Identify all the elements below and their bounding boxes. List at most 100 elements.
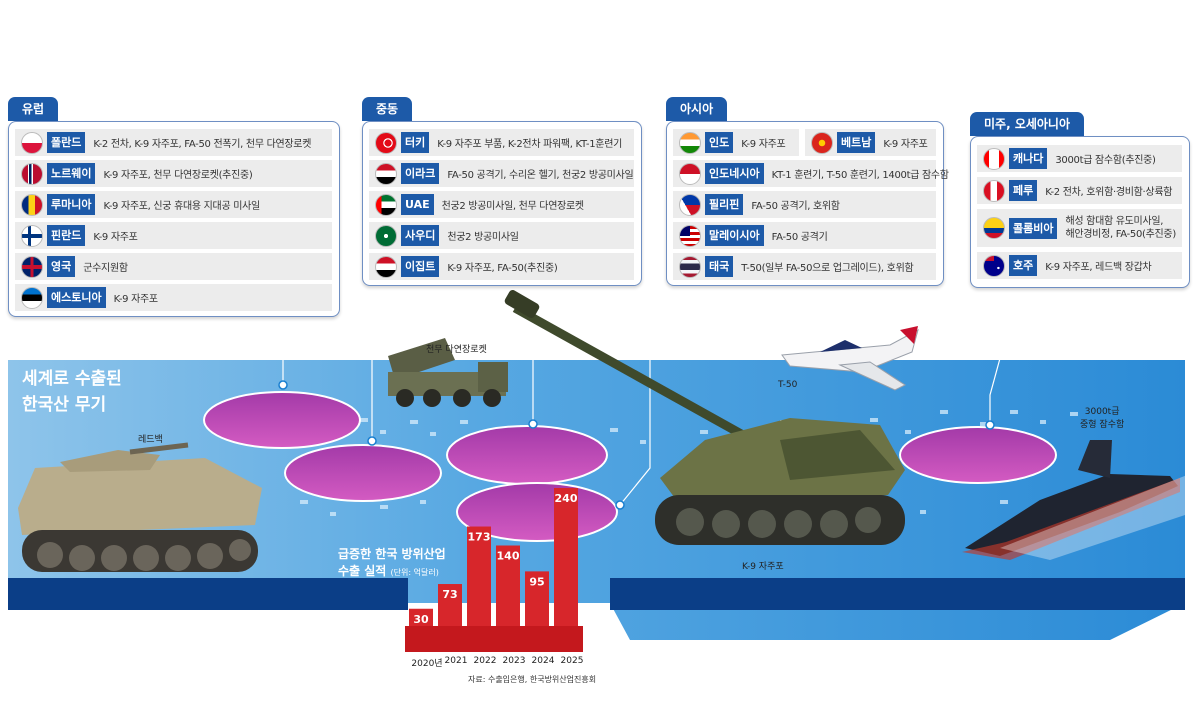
chart-bar [525, 571, 549, 626]
redback-vehicle [18, 442, 262, 572]
region-panel-middle-east: 터키 K-9 자주포 부품, K-2전차 파워팩, KT-1훈련기 이라크 FA… [362, 121, 642, 286]
year-label: 2022 [473, 656, 497, 666]
flag-icon [983, 254, 1005, 277]
flag-icon [21, 255, 43, 278]
flag-icon [21, 224, 43, 247]
country-exports: K-9 자주포 [113, 294, 158, 305]
country-exports: 천궁2 방공미사일, 천무 다연장로켓 [441, 201, 584, 212]
k9-howitzer [504, 290, 905, 545]
country-row: 이라크 FA-50 공격기, 수리온 헬기, 천궁2 방공미사일 [369, 160, 634, 187]
region-panel-europe: 폴란드 K-2 전차, K-9 자주포, FA-50 전폭기, 천무 다연장로켓… [8, 121, 340, 317]
connector-lines [254, 283, 1021, 506]
country-name: 사우디 [401, 225, 440, 246]
flag-icon [21, 162, 43, 185]
country-name: 필리핀 [705, 194, 744, 215]
country-row: 말레이시아 FA-50 공격기 [673, 222, 936, 249]
country-name: 태국 [705, 256, 734, 277]
country-row: 사우디 천궁2 방공미사일 [369, 222, 634, 249]
k9-label: K-9 자주포 [742, 562, 784, 572]
country-exports: 3000t급 잠수함(추진중) [1055, 155, 1156, 166]
country-exports: 천궁2 방공미사일 [447, 232, 519, 243]
chart-title: 급증한 한국 방위산업 [338, 547, 446, 561]
chart-title-block: 급증한 한국 방위산업 수출 실적 (단위: 억달러) [338, 546, 446, 581]
chart-bar-value: 73 [442, 588, 457, 601]
country-name: 폴란드 [47, 132, 86, 153]
chart-bar-value: 30 [413, 613, 429, 626]
country-row: 페루 K-2 전차, 호위함·경비함·상륙함 [977, 177, 1182, 204]
year-label: 2020년 [411, 659, 443, 669]
year-label: 2021 [444, 656, 468, 666]
country-row: 터키 K-9 자주포 부품, K-2전차 파워팩, KT-1훈련기 [369, 129, 634, 156]
flag-icon [375, 224, 397, 247]
flag-icon [21, 131, 43, 154]
country-name: 이라크 [401, 163, 440, 184]
country-exports: 군수지원함 [83, 263, 128, 274]
flag-icon [679, 131, 701, 154]
chart-subtitle-row: 수출 실적 (단위: 억달러) [338, 563, 446, 581]
chunmoo-vehicle [388, 338, 508, 407]
headline-line2: 한국산 무기 [22, 395, 107, 415]
chart-bar [554, 488, 578, 626]
flag-icon [679, 224, 701, 247]
country-name: 영국 [47, 256, 76, 277]
region-panel-americas-oceania: 캐나다 3000t급 잠수함(추진중) 페루 K-2 전차, 호위함·경비함·상… [970, 136, 1190, 288]
country-name: 이집트 [401, 256, 440, 277]
flag-icon [679, 162, 701, 185]
country-row: 핀란드 K-9 자주포 [15, 222, 332, 249]
flag-icon [375, 131, 397, 154]
t50-aircraft [781, 326, 919, 391]
country-exports: K-9 자주포, 레드백 장갑차 [1045, 262, 1152, 273]
chart-base [405, 626, 583, 652]
year-label: 2025 [560, 656, 584, 666]
country-exports: T-50(일부 FA-50으로 업그레이드), 호위함 [741, 263, 914, 274]
submarine-label-line2: 중형 잠수함 [1080, 420, 1125, 430]
submarine-label-line1: 3000t급 [1084, 407, 1120, 417]
redback-label: 레드백 [138, 435, 163, 445]
region-title-americas-oceania: 미주, 오세아니아 [970, 112, 1085, 136]
country-row: 인도 K-9 자주포 [673, 129, 799, 156]
country-exports: 해성 함대함 유도미사일, 해안경비정, FA-50(추진중) [1065, 215, 1176, 241]
country-exports: FA-50 공격기, 수리온 헬기, 천궁2 방공미사일 [447, 170, 634, 181]
country-exports: K-9 자주포, 신궁 휴대용 지대공 미사일 [103, 201, 260, 212]
country-row: 인도네시아 KT-1 훈련기, T-50 훈련기, 1400t급 잠수함 [673, 160, 949, 187]
submarine [962, 440, 1200, 560]
flag-icon [21, 286, 43, 309]
flag-icon [983, 147, 1005, 170]
country-name: UAE [401, 194, 434, 215]
chart-source: 자료: 수출입은행, 한국방위산업진흥회 [468, 675, 597, 684]
country-exports: KT-1 훈련기, T-50 훈련기, 1400t급 잠수함 [771, 170, 949, 181]
country-name: 페루 [1009, 180, 1038, 201]
country-row: 콜롬비아 해성 함대함 유도미사일, 해안경비정, FA-50(추진중) [977, 209, 1182, 247]
flag-icon [375, 162, 397, 185]
country-row: 베트남 K-9 자주포 [805, 129, 936, 156]
country-row: 캐나다 3000t급 잠수함(추진중) [977, 145, 1182, 172]
country-name: 호주 [1009, 255, 1038, 276]
country-row: 호주 K-9 자주포, 레드백 장갑차 [977, 252, 1182, 279]
chart-bar [467, 526, 491, 626]
country-name: 노르웨이 [47, 163, 96, 184]
country-exports: K-9 자주포 부품, K-2전차 파워팩, KT-1훈련기 [437, 139, 623, 150]
region-title-europe: 유럽 [8, 97, 59, 121]
headline: 세계로 수출된 한국산 무기 [22, 366, 122, 418]
country-exports: K-2 전차, 호위함·경비함·상륙함 [1045, 187, 1173, 198]
chart-bar-value: 240 [555, 492, 578, 505]
chart-bar [438, 584, 462, 626]
chart-unit: (단위: 억달러) [390, 568, 439, 577]
flag-icon [811, 131, 833, 154]
region-title-asia: 아시아 [666, 97, 728, 121]
flag-icon [21, 193, 43, 216]
country-row: 에스토니아 K-9 자주포 [15, 284, 332, 311]
country-exports-line: 해성 함대함 유도미사일, [1065, 216, 1164, 227]
year-label: 2024 [531, 656, 555, 666]
chart-bar-value: 140 [497, 550, 520, 563]
chart-bar [409, 608, 433, 626]
country-name: 인도 [705, 132, 734, 153]
country-row: 폴란드 K-2 전차, K-9 자주포, FA-50 전폭기, 천무 다연장로켓 [15, 129, 332, 156]
country-name: 베트남 [837, 132, 876, 153]
country-exports: K-9 자주포 [883, 139, 928, 150]
country-exports: K-9 자주포 [93, 232, 138, 243]
country-row: 루마니아 K-9 자주포, 신궁 휴대용 지대공 미사일 [15, 191, 332, 218]
submarine-label: 3000t급 중형 잠수함 [1080, 404, 1124, 430]
